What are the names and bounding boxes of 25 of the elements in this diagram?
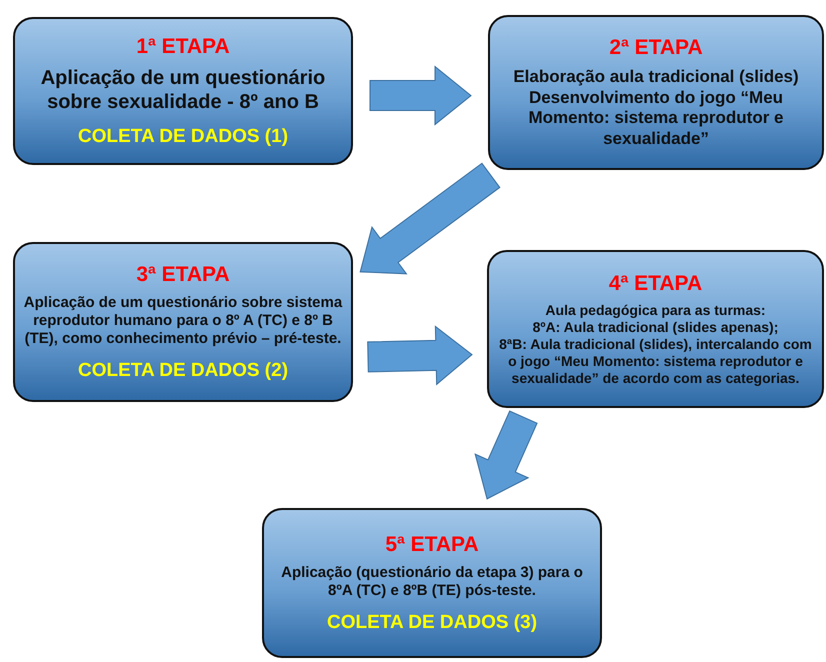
data-collection-label: COLETA DE DADOS (3) xyxy=(326,610,538,634)
stage-box xyxy=(13,17,353,165)
block-arrow xyxy=(360,162,500,274)
stage-description: Aplicação (questionário da etapa 3) para o 8ºA (TC) e 8ºB (TE) pós-teste. xyxy=(280,564,584,601)
stage-heading: 2ª ETAPA xyxy=(609,35,703,61)
stage-description: Aplicação de um questionário sobre sexualidade - 8º ano B xyxy=(40,66,326,115)
block-arrow xyxy=(367,325,473,386)
stage-box xyxy=(488,15,824,170)
stage-heading: 3ª ETAPA xyxy=(136,262,230,288)
stage-description: Elaboração aula tradicional (slides) xyxy=(513,66,799,88)
data-collection-label: COLETA DE DADOS (1) xyxy=(78,124,288,148)
block-arrow xyxy=(474,410,538,500)
stage-heading: 5ª ETAPA xyxy=(385,532,479,558)
stage-description: Desenvolvimento do jogo “Meu Momento: sistema reprodutor e sexualidade” xyxy=(527,88,785,150)
data-collection-label: COLETA DE DADOS (2) xyxy=(78,358,288,382)
block-arrow xyxy=(369,65,472,126)
stage-heading: 1ª ETAPA xyxy=(136,34,230,60)
stage-heading: 4ª ETAPA xyxy=(608,270,702,296)
stage-description: Aplicação de um questionário sobre sistema reprodutor humano para o 8º A (TC) e 8º B (TE), como conhecimento prévio – pré-teste. xyxy=(23,294,343,349)
stage-box xyxy=(262,508,602,658)
stage-box xyxy=(13,242,353,402)
stage-box xyxy=(487,250,824,408)
stage-description: Aula pedagógica para as turmas: xyxy=(545,302,766,320)
stage-description: 8ªB: Aula tradicional (slides), intercalando com o jogo “Meu Momento: sistema reprodutor e sexualidade” de acordo com as categorias. xyxy=(498,336,813,388)
stage-description: 8ºA: Aula tradicional (slides apenas); xyxy=(532,319,778,336)
